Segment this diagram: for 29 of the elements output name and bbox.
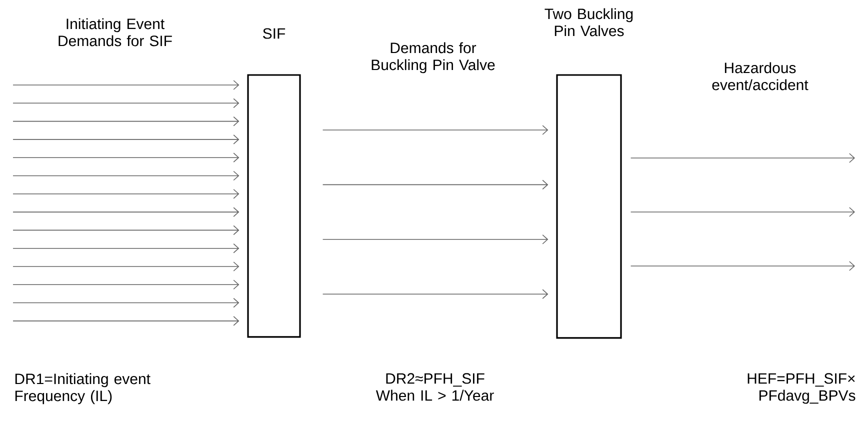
arrow [12, 116, 240, 126]
text-label: Demands for Buckling Pin Valve [372, 42, 495, 74]
arrow [630, 207, 855, 217]
text-label: DR2≈PFH_SIF When IL > 1/Year [376, 373, 494, 401]
arrow [12, 225, 240, 236]
text-label: Hazardous event/accident [712, 62, 808, 90]
block-heading: Two Buckling Pin Valves [544, 8, 633, 36]
arrow [12, 134, 240, 144]
arrow [322, 180, 548, 190]
arrow [12, 243, 240, 254]
arrow [12, 188, 240, 199]
arrow [630, 153, 855, 163]
text-label: DR1=Initiating event Frequency (IL) [15, 373, 150, 404]
arrow [12, 80, 240, 90]
text-label: HEF=PFH_SIF× PFdavg_BPVs [748, 373, 856, 404]
arrow [322, 125, 548, 135]
arrow [12, 152, 240, 162]
block-heading: SIF [263, 28, 286, 39]
arrow [12, 262, 240, 272]
arrow [12, 280, 240, 290]
arrow [322, 234, 548, 244]
arrow [12, 316, 240, 326]
arrow [12, 170, 240, 181]
arrow [322, 289, 548, 299]
text-label: Initiating Event Demands for SIF [58, 18, 172, 46]
arrow [630, 261, 855, 271]
arrow [12, 207, 240, 217]
arrow [12, 298, 240, 308]
arrow [12, 98, 240, 108]
